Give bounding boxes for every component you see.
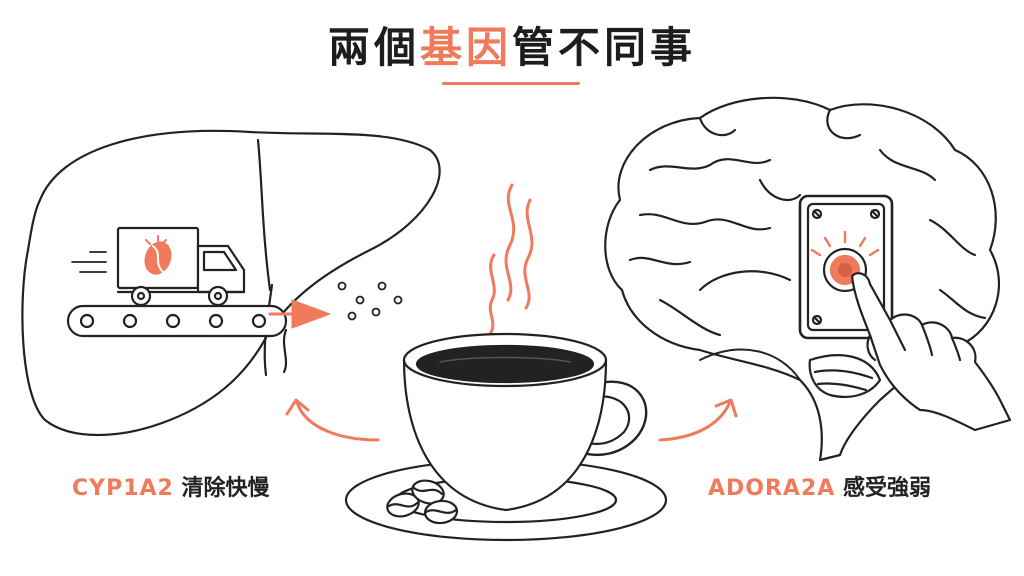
- cyp1a2-label: CYP1A2 清除快慢: [72, 470, 270, 502]
- page-title: 兩個基因管不同事: [0, 14, 1024, 75]
- cyp1a2-description: 清除快慢: [181, 476, 270, 501]
- title-highlight: 基因: [419, 23, 512, 72]
- pointing-hand-icon: [850, 272, 1012, 432]
- title-underline: [442, 82, 580, 85]
- coffee-beans-icon: [386, 479, 459, 525]
- curved-arrow-icon: [285, 398, 738, 442]
- truck-speed-icon: [145, 235, 167, 245]
- adora2a-description: 感受強弱: [842, 476, 931, 501]
- adora2a-label: ADORA2A 感受強弱: [708, 470, 931, 502]
- adora2a-gene-name: ADORA2A: [708, 476, 836, 501]
- truck-icon: [71, 226, 246, 307]
- title-part1: 兩個: [327, 23, 420, 72]
- title-part2: 管不同事: [512, 23, 697, 72]
- steam-icon: [488, 183, 534, 336]
- cyp1a2-gene-name: CYP1A2: [72, 476, 174, 501]
- arrow-right-icon: [268, 299, 331, 329]
- molecules-icon: [337, 281, 403, 321]
- conveyor-belt-icon: [66, 304, 288, 338]
- coffee-cup-icon: [402, 332, 648, 512]
